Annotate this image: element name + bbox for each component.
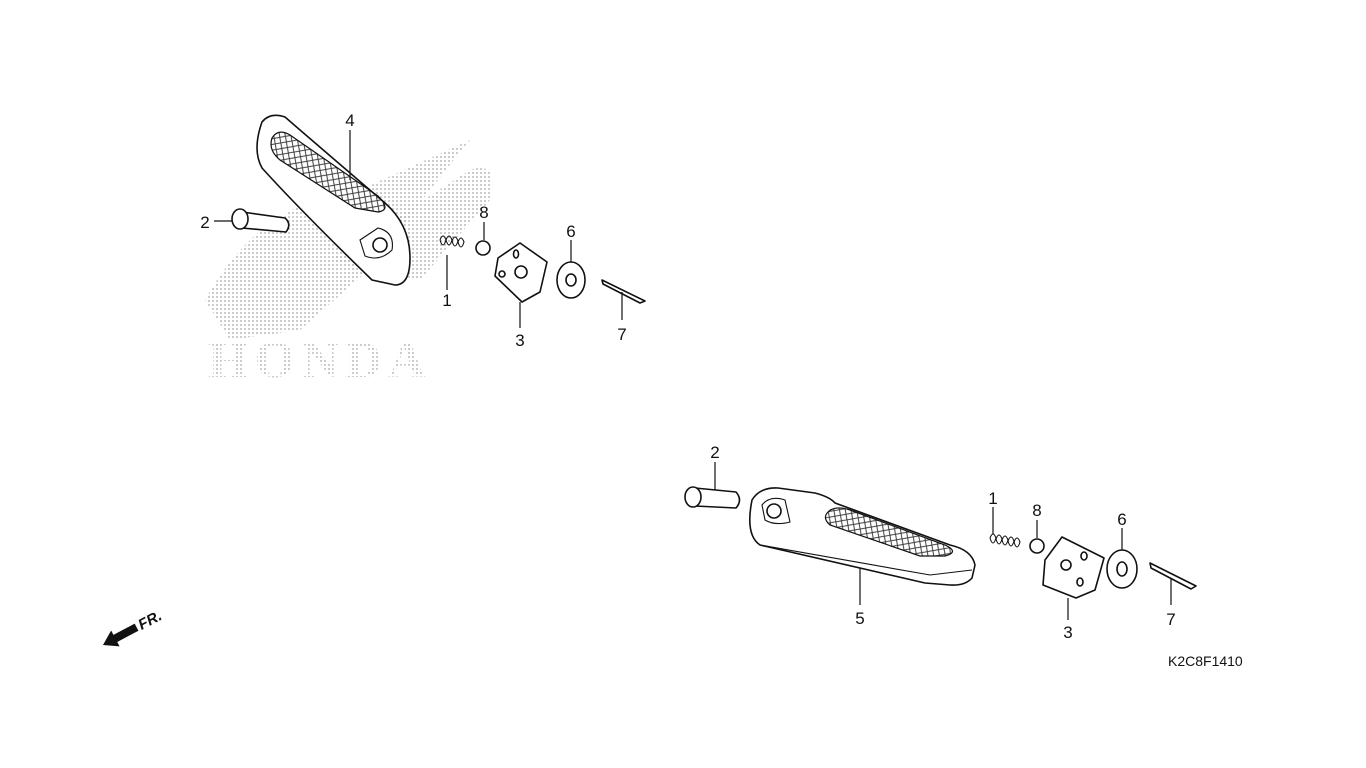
cotter-pin-part-7 (1149, 562, 1197, 590)
upper-assembly: 4 2 8 1 6 3 7 (200, 111, 646, 350)
direction-label: FR. (135, 607, 164, 633)
front-direction-arrow: FR. (103, 607, 165, 647)
diagram-code: K2C8F1410 (1168, 653, 1243, 669)
callout-8: 8 (479, 203, 488, 222)
lower-assembly: 2 1 8 6 5 3 7 (684, 443, 1197, 642)
callout-7: 7 (617, 325, 626, 344)
ball-part-8 (475, 240, 491, 256)
callout-6: 6 (566, 222, 575, 241)
spring-part-1 (439, 235, 465, 248)
callout-3: 3 (1063, 623, 1072, 642)
callout-5: 5 (855, 609, 864, 628)
pin-part-2 (231, 208, 290, 233)
plate-part-3 (1042, 536, 1105, 599)
footpeg-part-4 (256, 114, 411, 286)
ball-part-8 (1029, 538, 1045, 554)
washer-part-6 (1106, 549, 1138, 589)
plate-part-3 (494, 242, 548, 303)
footpeg-part-5 (749, 487, 976, 586)
watermark-text: HONDA (208, 332, 432, 389)
washer-part-6 (556, 261, 586, 299)
callout-1: 1 (988, 489, 997, 508)
callout-6: 6 (1117, 510, 1126, 529)
callout-8: 8 (1032, 501, 1041, 520)
pin-part-2 (684, 486, 741, 509)
callout-3: 3 (515, 331, 524, 350)
callout-1: 1 (442, 291, 451, 310)
callout-2: 2 (200, 213, 209, 232)
callout-2: 2 (710, 443, 719, 462)
spring-part-1 (989, 533, 1021, 548)
cotter-pin-part-7 (601, 279, 646, 304)
callout-4: 4 (345, 111, 354, 130)
callout-7: 7 (1166, 610, 1175, 629)
